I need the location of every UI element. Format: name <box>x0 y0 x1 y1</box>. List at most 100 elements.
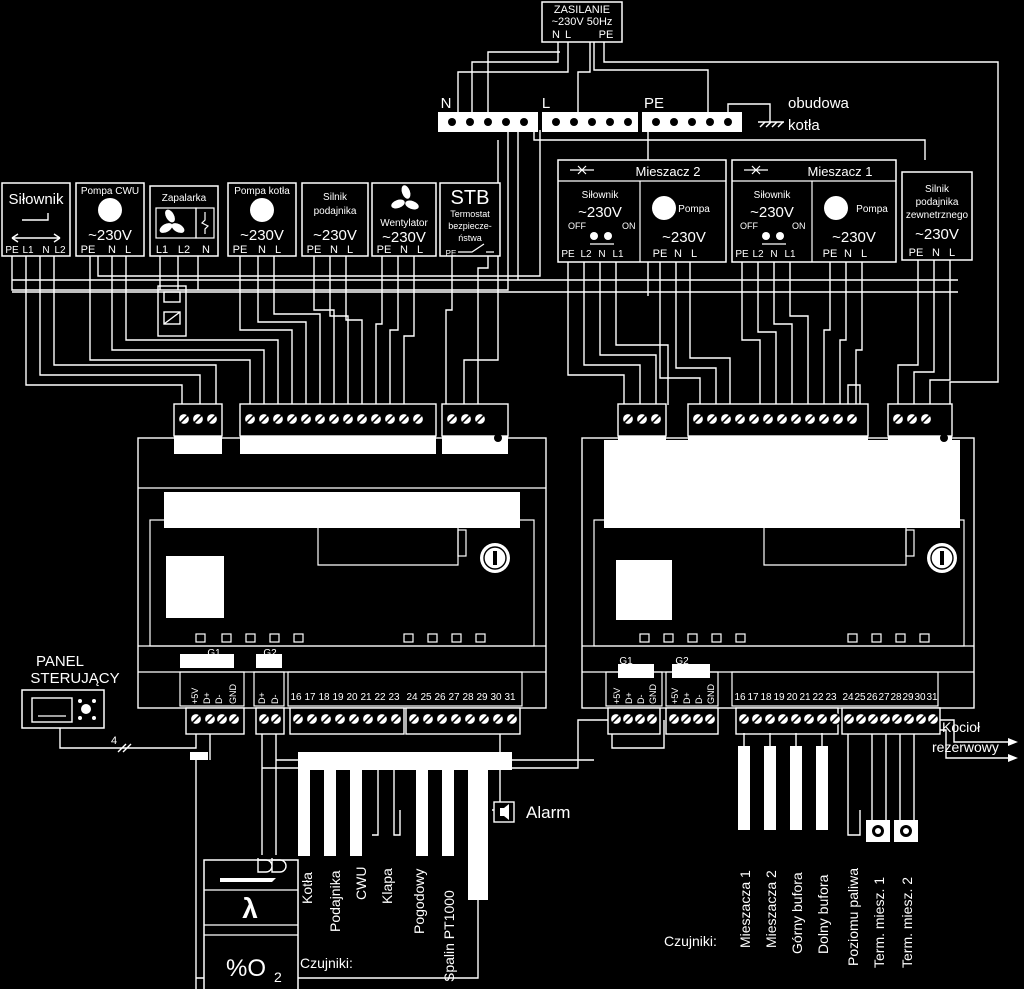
pump-icon <box>652 196 676 220</box>
svg-text:Poziomu paliwa: Poziomu paliwa <box>845 868 861 966</box>
svg-text:D+: D+ <box>257 692 267 704</box>
svg-text:16: 16 <box>734 692 746 703</box>
svg-text:PE: PE <box>644 95 664 112</box>
svg-text:N: N <box>674 248 682 260</box>
probe-icon <box>220 878 276 882</box>
svg-text:+5V: +5V <box>190 688 200 704</box>
wires <box>11 42 1010 989</box>
svg-text:L: L <box>542 95 550 112</box>
svg-text:Pogodowy: Pogodowy <box>411 869 427 934</box>
svg-text:Siłownik: Siłownik <box>582 190 620 201</box>
svg-text:PE: PE <box>377 244 392 256</box>
svg-text:PE: PE <box>307 244 322 256</box>
svg-text:N: N <box>441 95 452 112</box>
svg-text:D+: D+ <box>202 692 212 704</box>
fan-icon <box>391 185 419 210</box>
svg-text:18: 18 <box>760 692 772 703</box>
svg-text:Dolny bufora: Dolny bufora <box>815 874 831 954</box>
svg-text:PE: PE <box>823 248 838 260</box>
svg-text:L: L <box>347 244 353 256</box>
svg-text:L1: L1 <box>784 249 796 260</box>
svg-text:G1: G1 <box>619 656 633 667</box>
svg-text:17: 17 <box>747 692 759 703</box>
svg-text:ON: ON <box>792 221 806 231</box>
device-mieszacz-2: Mieszacz 2 Siłownik ~230V OFF ON PE L2 N… <box>557 159 727 263</box>
svg-text:PE: PE <box>233 244 248 256</box>
svg-text:D+: D+ <box>682 692 692 704</box>
svg-text:N: N <box>330 244 338 256</box>
svg-text:29: 29 <box>902 692 914 703</box>
svg-text:28: 28 <box>890 692 902 703</box>
device-silnik-zewnetrzny: Silnik podajnika zewnetrznego ~230V PE N… <box>901 171 973 261</box>
svg-text:Mieszacz 1: Mieszacz 1 <box>807 164 872 179</box>
svg-text:bezpiecze-: bezpiecze- <box>448 221 492 231</box>
svg-text:PE: PE <box>599 29 614 41</box>
svg-text:L2: L2 <box>752 249 764 260</box>
svg-text:19: 19 <box>773 692 785 703</box>
terminal-strips-bottom-left <box>185 707 521 770</box>
svg-text:obudowa: obudowa <box>788 95 850 112</box>
svg-text:ństwa: ństwa <box>458 233 482 243</box>
svg-text:N: N <box>108 244 116 256</box>
svg-text:G2: G2 <box>675 656 689 667</box>
svg-text:4: 4 <box>111 735 117 747</box>
device-silownik: Siłownik PE L1 N L2 <box>1 182 71 257</box>
controller-left: G1 G2 +5V D+ D- GND D+ D- 16 17 18 19 20… <box>137 437 547 709</box>
svg-text:PE: PE <box>446 249 457 258</box>
svg-text:Kocioł: Kocioł <box>942 719 981 735</box>
mixer-valve-icon <box>570 165 594 175</box>
pump-icon <box>98 198 122 222</box>
svg-text:D-: D- <box>636 695 646 705</box>
svg-text:Klapa: Klapa <box>379 868 395 904</box>
svg-text:D-: D- <box>270 695 280 705</box>
svg-text:ON: ON <box>622 221 636 231</box>
svg-text:Pompa: Pompa <box>856 204 888 215</box>
svg-text:Spalin PT1000: Spalin PT1000 <box>441 890 457 982</box>
svg-text:~230V: ~230V <box>88 227 132 244</box>
svg-text:~230V: ~230V <box>382 229 426 246</box>
svg-text:PE: PE <box>81 244 96 256</box>
svg-text:19: 19 <box>332 692 344 703</box>
svg-text:L: L <box>125 244 131 256</box>
svg-text:Czujniki:: Czujniki: <box>664 933 717 949</box>
svg-text:N: N <box>400 244 408 256</box>
svg-text:30: 30 <box>490 692 502 703</box>
svg-text:25: 25 <box>854 692 866 703</box>
svg-text:N: N <box>844 248 852 260</box>
svg-text:Czujniki:: Czujniki: <box>300 955 353 971</box>
svg-text:~230V: ~230V <box>240 227 284 244</box>
actuator-switch-icon <box>762 232 786 245</box>
pump-icon <box>250 198 274 222</box>
pump-icon <box>824 196 848 220</box>
svg-text:G1: G1 <box>207 648 221 659</box>
svg-text:L: L <box>565 29 571 41</box>
svg-text:L: L <box>275 244 281 256</box>
svg-text:STERUJĄCY: STERUJĄCY <box>30 670 119 687</box>
svg-text:D+: D+ <box>624 692 634 704</box>
switch-icon <box>458 243 494 253</box>
svg-text:D-: D- <box>694 695 704 705</box>
svg-text:PE: PE <box>5 245 19 256</box>
svg-text:Silnik: Silnik <box>323 192 348 203</box>
svg-text:28: 28 <box>462 692 474 703</box>
svg-text:2: 2 <box>274 969 282 985</box>
panel-knob-icon <box>81 704 91 714</box>
actuator-icon <box>22 213 49 221</box>
svg-text:L2: L2 <box>580 249 592 260</box>
svg-text:~230V: ~230V <box>313 227 357 244</box>
svg-text:L: L <box>861 248 867 260</box>
svg-text:PE: PE <box>909 247 924 259</box>
device-silnik-podajnika: Silnik podajnika ~230V PE N L <box>301 182 369 257</box>
svg-text:OFF: OFF <box>568 221 586 231</box>
svg-text:STB: STB <box>451 187 490 209</box>
svg-text:N: N <box>552 29 560 41</box>
svg-text:Mieszacza 2: Mieszacza 2 <box>763 870 779 948</box>
svg-text:18: 18 <box>318 692 330 703</box>
svg-text:L2: L2 <box>54 245 66 256</box>
svg-text:PANEL: PANEL <box>36 653 84 670</box>
svg-text:zewnetrznego: zewnetrznego <box>906 210 969 221</box>
svg-text:20: 20 <box>786 692 798 703</box>
svg-text:30: 30 <box>914 692 926 703</box>
panel-display <box>31 697 73 723</box>
